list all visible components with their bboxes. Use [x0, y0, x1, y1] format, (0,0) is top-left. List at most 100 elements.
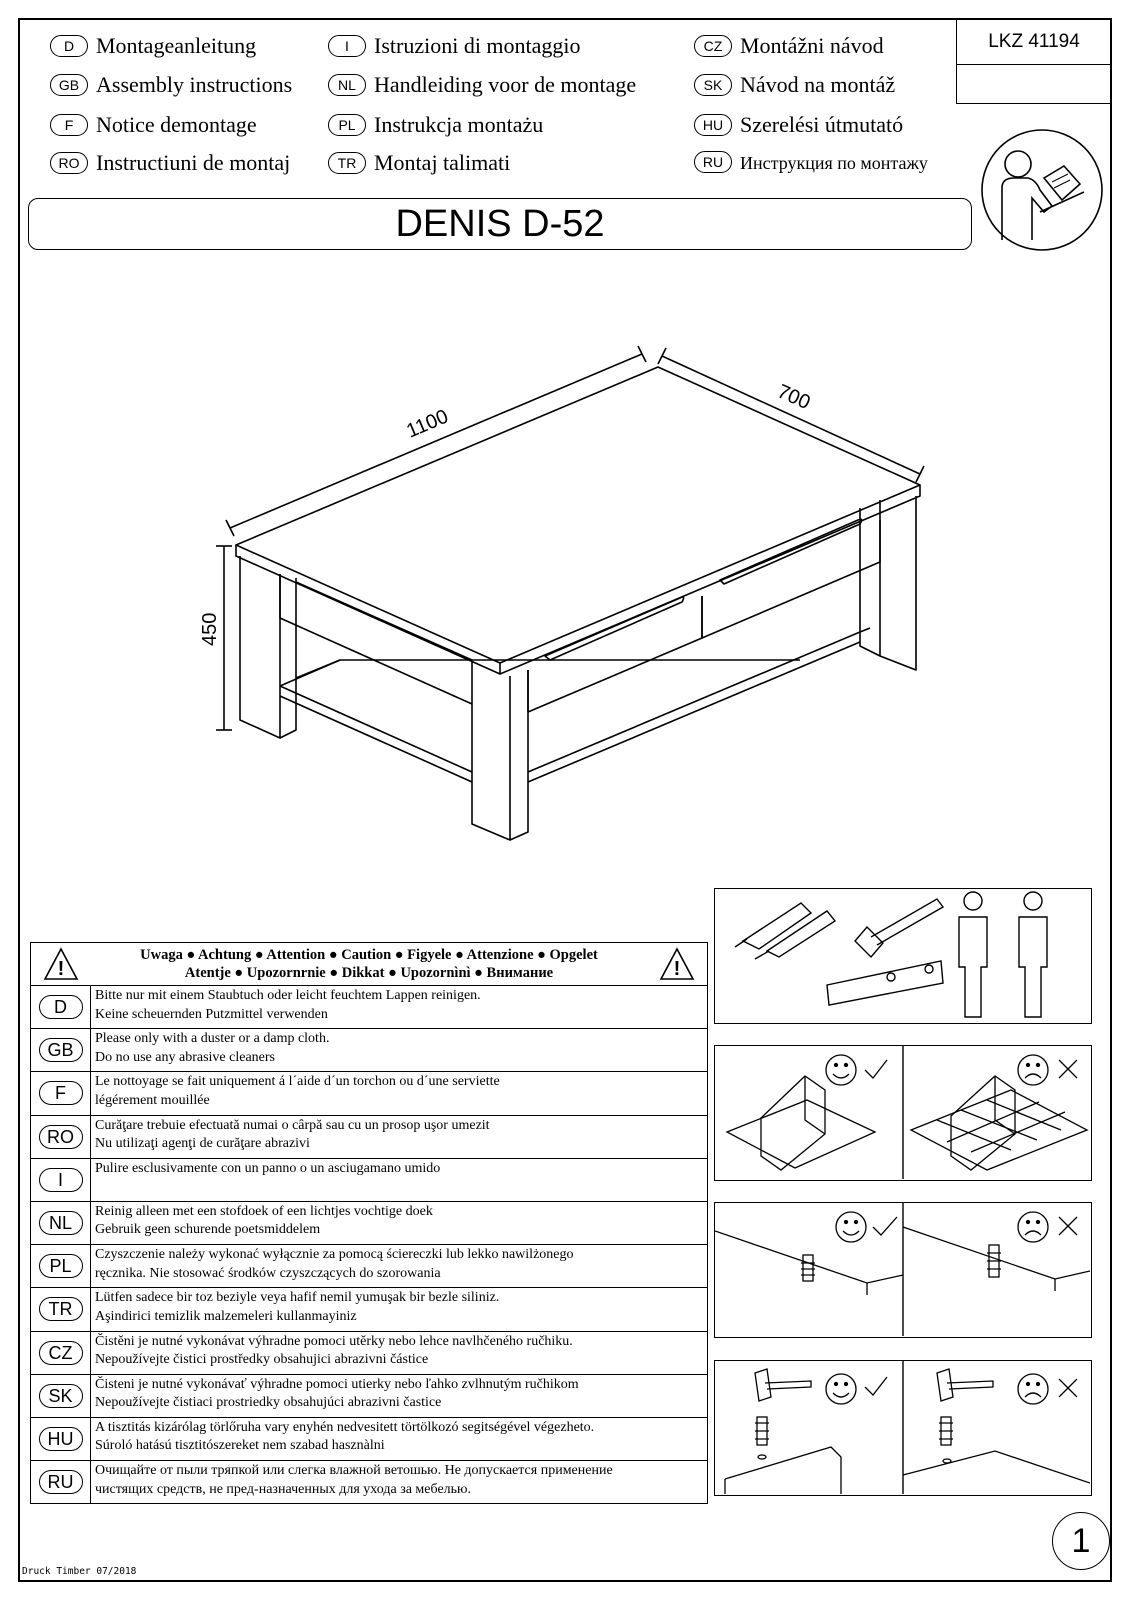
check-icon [872, 1216, 898, 1236]
warning-header-line1: Uwaga ● Achtung ● Attention ● Caution ● … [140, 947, 598, 963]
sad-face-icon [1017, 1211, 1049, 1243]
warning-header-line2: Atentje ● Upozornrnie ● Dikkat ● Upozorn… [184, 965, 554, 981]
cleaning-instruction: Čisteni je nutné vykonávať výhradne pomo… [91, 1375, 579, 1417]
instruction-line: Nu utilizaţi agenţi de curăţare abrazivi [95, 1136, 310, 1152]
happy-face-icon [825, 1373, 857, 1405]
language-code: RO [38, 1124, 83, 1149]
language-code: PL [38, 1254, 83, 1279]
language-code-cell: RU [31, 1461, 91, 1504]
language-code: HU [38, 1426, 83, 1451]
cleaning-instruction: Lütfen sadece bir toz beziyle veya hafif… [91, 1288, 499, 1330]
instruction-line: Czyszczenie należy wykonać wyłącznie za … [95, 1247, 574, 1263]
hammer-icon [936, 1368, 954, 1402]
warning-header: ! Uwaga ● Achtung ● Attention ● Caution … [31, 943, 707, 986]
check-icon [864, 1376, 888, 1396]
cleaning-instruction: A tisztitás kizárólag törlőruha vary eny… [91, 1418, 594, 1460]
cleaning-warning-table: ! Uwaga ● Achtung ● Attention ● Caution … [30, 942, 708, 1505]
table-drawing: 1100 700 450 [190, 340, 950, 865]
dim-height: 450 [199, 613, 221, 646]
instruction-line: Pulire esclusivamente con un panno o un … [95, 1160, 441, 1176]
cleaning-instruction: Reinig alleen met een stofdoek of een li… [91, 1202, 433, 1244]
person-icon [1018, 891, 1048, 1018]
hammer-icon [854, 898, 945, 959]
cabinet-icon [760, 1075, 826, 1171]
warning-row-cz: CZ Čistěni je nutné vykonávat výhradne po… [31, 1331, 707, 1375]
tools-panel [714, 888, 1092, 1024]
language-code-cell: D [31, 986, 91, 1029]
instruction-line: A tisztitás kizárólag törlőruha vary eny… [95, 1419, 595, 1435]
instruction-line: чистящих средств, не пред-назначенных дл… [95, 1481, 471, 1497]
instruction-line: Gebruik geen schurende poetsmiddelem [95, 1222, 321, 1238]
language-code: CZ [38, 1340, 83, 1365]
cleaning-instruction: Очищайте от пыли тряпкой или слегка влаж… [91, 1461, 613, 1503]
person-icon [958, 891, 988, 1018]
language-code-cell: PL [31, 1245, 91, 1288]
cross-icon [1058, 1216, 1078, 1236]
language-code: GB [38, 1038, 83, 1063]
cleaning-instruction: Le nottoyage se fait uniquement á l´aide… [91, 1072, 500, 1114]
warning-row-ro: RO Curăţare trebuie efectuată numai o câr… [31, 1115, 707, 1159]
language-code: RU [38, 1470, 83, 1495]
product-title: DENIS D-52 [28, 198, 972, 250]
dowel-icon [802, 1254, 814, 1282]
warning-rows: D Bitte nur mit einem Staubtuch oder leic… [31, 986, 707, 1504]
instruction-line: Reinig alleen met een stofdoek of een li… [95, 1203, 433, 1219]
hammer-dowel-panel [714, 1360, 1092, 1496]
warning-row-pl: PL Czyszczenie należy wykonać wyłącznie z… [31, 1245, 707, 1289]
language-code: TR [38, 1297, 83, 1322]
print-note: Druck Timber 07/2018 [22, 1566, 137, 1577]
instruction-line: légérement mouillée [95, 1092, 210, 1108]
cleaning-instruction: Curăţare trebuie efectuată numai o cârpă… [91, 1116, 490, 1158]
language-code-cell: TR [31, 1288, 91, 1331]
happy-face-icon [835, 1211, 867, 1243]
product-code-box: LKZ 41194 [956, 20, 1111, 104]
warning-icon: ! [659, 947, 695, 980]
cleaning-instruction: Bitte nur mit einem Staubtuch oder leich… [91, 986, 481, 1028]
floor-protection-panel [714, 1045, 1092, 1181]
language-code-cell: RO [31, 1115, 91, 1158]
instruction-line: Keine scheuernden Putzmittel verwenden [95, 1006, 328, 1022]
language-code-cell: NL [31, 1201, 91, 1245]
page-number: 1 [1052, 1512, 1110, 1570]
happy-face-icon [825, 1054, 857, 1086]
instruction-line: Aşindirici temizlik malzemeleri kullanma… [95, 1308, 357, 1324]
instruction-line: Lütfen sadece bir toz beziyle veya hafif… [95, 1290, 500, 1306]
check-icon [864, 1059, 888, 1079]
instruction-line: Do no use any abrasive cleaners [95, 1049, 275, 1065]
instruction-line: Please only with a duster or a damp clot… [95, 1031, 330, 1047]
language-code: D [38, 995, 83, 1020]
svg-text:!: ! [674, 958, 681, 980]
spirit-level-icon [826, 960, 944, 1006]
cross-icon [1058, 1059, 1078, 1079]
instruction-line: ręcznika. Nie stosować środków czyszcząc… [95, 1265, 441, 1281]
instruction-line: Nepoužívejte čistiaci prostriedky obsahu… [95, 1395, 442, 1411]
sad-face-icon [1017, 1373, 1049, 1405]
warning-row-tr: TR Lütfen sadece bir toz beziyle veya haf… [31, 1288, 707, 1332]
instruction-line: Nepoužívejte čistici prostředky obsahuji… [95, 1352, 429, 1367]
language-code: F [38, 1081, 83, 1106]
instruction-line: Súroló hatású tisztitószereket nem szaba… [95, 1438, 385, 1454]
cleaning-instruction: Čistěni je nutné vykonávat výhradne pomo… [91, 1332, 573, 1374]
sad-face-icon [1017, 1054, 1049, 1086]
language-code-cell: HU [31, 1417, 91, 1461]
screwdriver-icon [734, 902, 813, 950]
language-code-cell: GB [31, 1029, 91, 1072]
screwdriver-icon [754, 910, 837, 960]
dowel-insert-panel [714, 1202, 1092, 1338]
warning-icon: ! [43, 947, 79, 980]
cleaning-instruction: Czyszczenie należy wykonać wyłącznie za … [91, 1245, 574, 1287]
page-frame [18, 18, 1112, 1582]
instruction-line: Curăţare trebuie efectuată numai o cârpă… [95, 1117, 490, 1133]
read-instructions-icon [980, 128, 1104, 257]
